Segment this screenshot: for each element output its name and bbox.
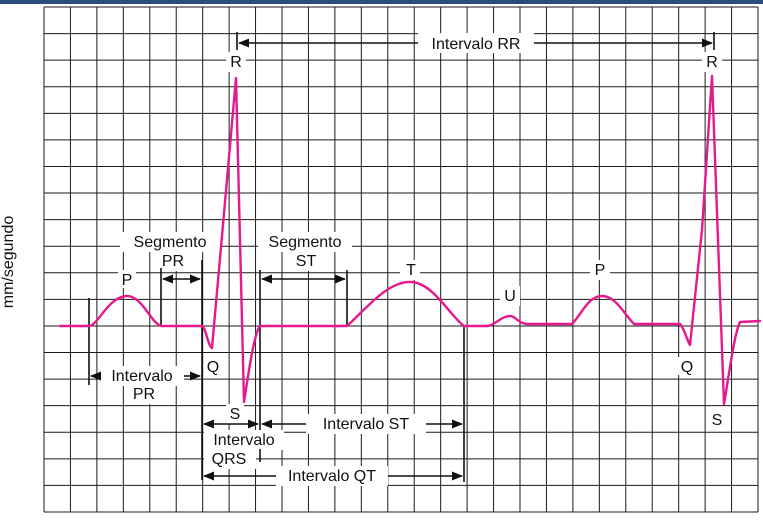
pr-segment-label-2: PR	[162, 253, 184, 270]
wave-label-q2: Q	[681, 359, 693, 376]
ecg-waveform	[58, 74, 762, 406]
wave-label-u: U	[504, 288, 516, 305]
qrs-interval-label-2: QRS	[212, 451, 247, 468]
label-backgrounds	[100, 33, 726, 486]
st-interval-label: Intervalo ST	[323, 416, 409, 433]
wave-label-p2: P	[595, 262, 606, 279]
st-segment-label-1: Segmento	[269, 234, 342, 251]
qt-interval-label: Intervalo QT	[288, 468, 376, 485]
wave-label-s1: S	[230, 406, 241, 423]
pr-segment-label-1: Segmento	[134, 234, 207, 251]
wave-label-p1: P	[122, 272, 133, 289]
st-segment-label-2: ST	[296, 253, 317, 270]
wave-label-s2: S	[712, 412, 723, 429]
wave-label-r1: R	[230, 54, 242, 71]
interval-markers	[88, 32, 715, 482]
labels: Intervalo RR R R Segmento PR Segmento ST…	[111, 36, 722, 485]
pr-interval-label-1: Intervalo	[111, 368, 172, 385]
wave-label-t: T	[406, 262, 416, 279]
rr-interval-label: Intervalo RR	[432, 36, 521, 53]
top-bar	[0, 0, 763, 4]
ecg-grid	[43, 6, 759, 513]
wave-label-r2: R	[706, 54, 718, 71]
pr-interval-label-2: PR	[133, 386, 155, 403]
qrs-interval-label-1: Intervalo	[213, 432, 274, 449]
wave-label-q1: Q	[207, 359, 219, 376]
